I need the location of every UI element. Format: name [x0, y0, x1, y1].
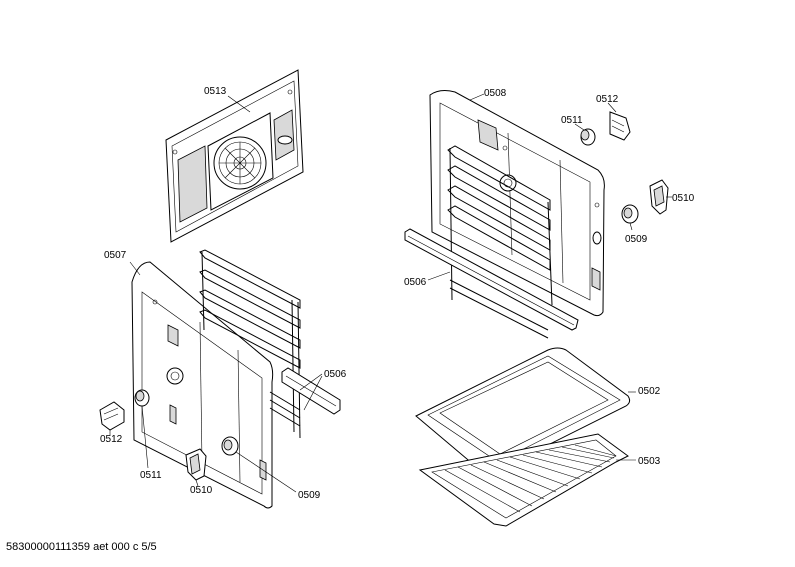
label-0511-top: 0511: [561, 115, 583, 126]
label-0509-bottom: 0509: [298, 490, 321, 501]
part-0506-right-rack: [404, 145, 579, 339]
label-0507: 0507: [104, 250, 127, 261]
label-0506-right: 0506: [404, 277, 427, 288]
part-0510-top-bracket: [649, 179, 672, 215]
part-0513-back-panel: [165, 69, 304, 243]
part-0511-bottom-knob: [134, 389, 150, 469]
part-0512-bottom-clip: [99, 401, 125, 436]
label-0508: 0508: [484, 88, 507, 99]
label-0503: 0503: [638, 456, 661, 467]
part-0511-top-knob: [574, 123, 596, 146]
label-0513: 0513: [204, 86, 227, 97]
part-0512-top-clip: [607, 102, 631, 141]
label-0510-bottom: 0510: [190, 485, 213, 496]
label-0506-left: 0506: [324, 369, 347, 380]
document-footer-id: 58300000111359 aet 000 c 5/5: [6, 541, 157, 553]
part-0509-bottom-nut: [221, 436, 297, 493]
part-0503-wire-shelf: [418, 433, 636, 527]
part-0510-bottom-bracket: [185, 448, 207, 487]
label-0509-top: 0509: [625, 234, 648, 245]
label-0512-top: 0512: [596, 94, 619, 105]
label-0511-bottom: 0511: [140, 470, 162, 481]
label-0510-top: 0510: [672, 193, 695, 204]
label-0512-bottom: 0512: [100, 434, 123, 445]
part-0508-right-side-panel: [429, 90, 605, 317]
label-0502: 0502: [638, 386, 661, 397]
part-0509-top-nut: [621, 204, 639, 231]
part-0506-left-rack: [199, 249, 341, 439]
